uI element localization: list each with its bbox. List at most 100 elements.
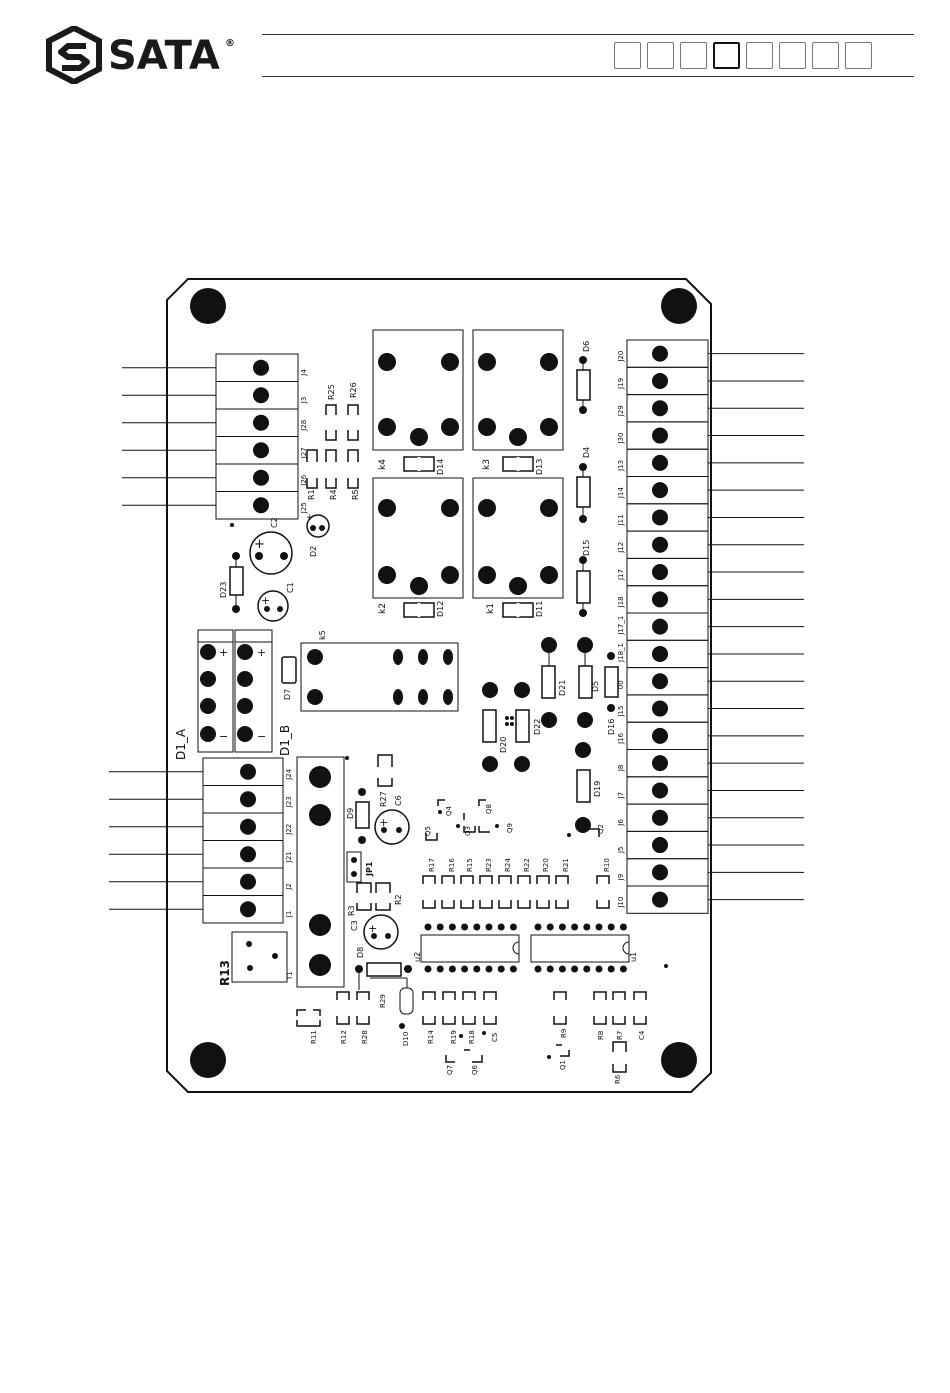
diode-label: D14 [436, 459, 445, 475]
terminal-label: J27 [300, 447, 308, 459]
terminal-label: J3 [300, 397, 308, 405]
d23-label: D23 [219, 582, 228, 598]
hexagon-s-logo-icon [46, 26, 102, 84]
page-nav-box-4[interactable] [713, 42, 740, 69]
r16-label: R16 [448, 858, 456, 872]
q6-label: Q6 [471, 1064, 479, 1075]
r14-label: R14 [427, 1030, 435, 1044]
r23-label: R23 [485, 858, 493, 872]
page-nav-box-3[interactable] [680, 42, 707, 69]
page-nav-box-1[interactable] [614, 42, 641, 69]
terminal-label: J24 [285, 768, 293, 781]
d2-label: D2 [309, 546, 318, 557]
q5-label: Q5 [424, 826, 432, 836]
terminal-label: J7 [617, 792, 625, 800]
r3-label: R3 [347, 905, 356, 916]
r7-label: R7 [616, 1031, 624, 1040]
capacitor-d2: + D2 [306, 513, 330, 557]
r24-label: R24 [504, 858, 512, 872]
r5-label: R5 [351, 489, 360, 500]
r18-label: R18 [468, 1030, 476, 1044]
relay-label: k1 [486, 603, 496, 614]
terminal-label: J9 [617, 874, 625, 882]
component-group-c6: D9 R27 + C6 JP1 R3 R2 + C3 D8 [346, 754, 412, 977]
relay-label: k2 [378, 603, 388, 614]
q9-label: Q9 [506, 823, 514, 833]
relay-k1: k1 D11 [472, 477, 564, 618]
terminal-label: J21 [285, 851, 293, 863]
page-nav-box-6[interactable] [779, 42, 806, 69]
page-nav-box-8[interactable] [845, 42, 872, 69]
rectifier-d1a: + − D1_A [174, 629, 234, 760]
r4-label: R4 [329, 489, 338, 500]
terminal-label: J12 [617, 542, 625, 554]
r12-label: R12 [340, 1030, 348, 1044]
svg-text:+: + [261, 594, 270, 607]
r20-label: R20 [542, 858, 550, 872]
relay-label: k5 [318, 630, 327, 640]
d16-label: D16 [607, 719, 616, 735]
mount-hole-bottom-right [661, 1042, 697, 1078]
diode-column-right: D6 D4 D15 [576, 341, 591, 617]
diode-label: D12 [436, 601, 445, 617]
terminal-label: 00 [617, 680, 625, 689]
mount-hole-top-right [661, 288, 697, 324]
r27-label: R27 [379, 791, 388, 807]
page-nav-box-5[interactable] [746, 42, 773, 69]
r29-label: R29 [379, 994, 387, 1008]
board-outline [166, 278, 712, 1093]
resistor-row-bottom: R11 R12 R28 R29 D10 R14 R19 R18 C5 R9 R8… [296, 964, 668, 1084]
d10-label: D10 [402, 1032, 410, 1046]
terminal-label: J20 [617, 351, 625, 363]
r22-label: R22 [523, 858, 531, 872]
terminal-label: J13 [617, 460, 625, 472]
d9-label: D9 [346, 808, 355, 819]
page-nav-box-2[interactable] [647, 42, 674, 69]
c3-label: C3 [350, 920, 359, 931]
q8-label: Q8 [485, 804, 493, 814]
relay-label: k4 [378, 459, 388, 470]
terminal-label: J17_1 [617, 616, 625, 636]
power-block [296, 756, 349, 988]
diode-label: D11 [535, 601, 544, 617]
r13-label: R13 [218, 960, 232, 986]
svg-text:+: + [368, 922, 377, 935]
transistor-row: Q4 Q5 Q3 Q8 Q9 Q2 [424, 799, 605, 841]
d22-label: D22 [533, 719, 542, 735]
d6-label: D6 [582, 341, 591, 352]
d4-label: D4 [582, 447, 591, 458]
d19-label: D19 [593, 781, 602, 797]
minus-sign: − [219, 730, 228, 743]
d5-label: D5 [591, 681, 600, 692]
capacitor-c2: + C2 [249, 517, 293, 575]
rectifier-d1b: + − D1_B [234, 629, 292, 756]
header-rule-bottom [262, 76, 914, 77]
terminal-label: J14 [617, 487, 625, 500]
svg-text:+: + [379, 816, 388, 829]
traces [230, 523, 408, 990]
ic-u2: u2 [413, 923, 520, 973]
terminal-label: J11 [617, 514, 625, 526]
relay-k3: k3 D13 [472, 329, 564, 475]
mount-hole-top-left [190, 288, 226, 324]
r8-label: R8 [597, 1031, 605, 1040]
d8-label: D8 [356, 947, 365, 958]
svg-text:+: + [254, 537, 265, 552]
q4-label: Q4 [445, 805, 453, 816]
terminal-label: J15 [617, 706, 625, 718]
r19-label: R19 [450, 1030, 458, 1044]
page-nav-box-7[interactable] [812, 42, 839, 69]
terminal-label: J30 [617, 433, 625, 445]
relay-label: k3 [482, 459, 492, 470]
r15-label: R15 [466, 858, 474, 872]
relay-k5: k5 D7 [281, 630, 459, 712]
d21-label: D21 [558, 680, 567, 696]
terminal-label: J4 [300, 369, 308, 377]
terminal-label: J26 [300, 474, 308, 487]
terminal-label: J29 [617, 405, 625, 417]
terminal-label: J23 [285, 796, 293, 808]
q2-label: Q2 [597, 824, 605, 834]
r9-label: R9 [560, 1029, 568, 1038]
